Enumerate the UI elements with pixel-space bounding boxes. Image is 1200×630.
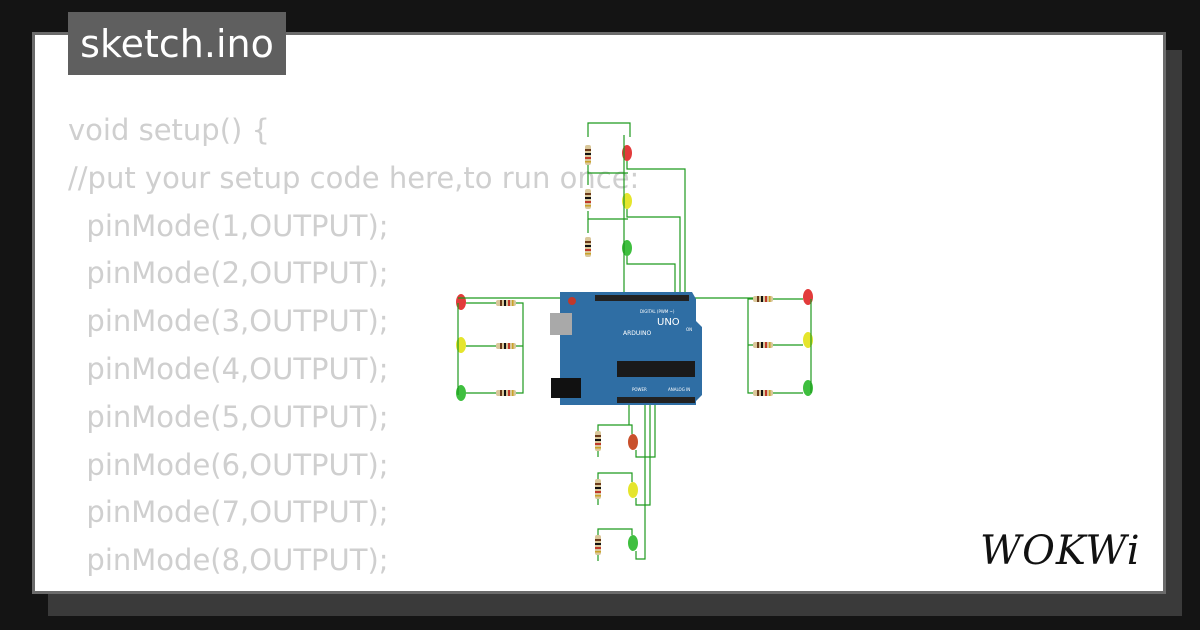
led-red: [628, 434, 638, 450]
usb-port: [550, 313, 572, 335]
digital-label: DIGITAL (PWM ~): [640, 309, 675, 314]
file-tab[interactable]: sketch.ino: [68, 12, 286, 75]
code-line: pinMode(6,OUTPUT);: [68, 447, 389, 482]
code-line: void setup() {: [68, 113, 270, 147]
power-label: POWER: [632, 387, 647, 392]
board-model: UNO: [657, 317, 680, 328]
resistor: [585, 189, 591, 209]
resistor: [595, 431, 601, 451]
code-line: pinMode(3,OUTPUT);: [68, 304, 389, 339]
microcontroller-chip: [617, 361, 695, 377]
led-green: [628, 535, 638, 551]
traffic-light-south: [595, 395, 656, 561]
wokwi-logo: WOKWi: [980, 528, 1141, 574]
resistor: [753, 390, 773, 396]
analog-label: ANALOG IN: [668, 387, 690, 392]
resistor: [595, 535, 601, 555]
on-label: ON: [686, 327, 692, 332]
resistor: [753, 296, 773, 302]
led-yellow: [628, 482, 638, 498]
resistor: [585, 145, 591, 165]
code-line: pinMode(7,OUTPUT);: [68, 495, 389, 530]
code-line: pinMode(9,OUTPUT);: [68, 585, 639, 592]
resistor: [496, 390, 516, 396]
reset-button: [568, 297, 576, 305]
code-editor: void setup() { //put your setup code here…: [68, 107, 640, 592]
code-line: pinMode(2,OUTPUT);: [68, 256, 389, 291]
analog-header: [617, 397, 695, 403]
code-line: pinMode(4,OUTPUT);: [68, 351, 389, 386]
power-jack: [551, 378, 581, 398]
code-line: pinMode(1,OUTPUT);: [68, 208, 389, 243]
resistor: [496, 343, 516, 349]
arduino-uno-board: UNO ARDUINO DIGITAL (PWM ~) ANALOG IN PO…: [550, 292, 702, 405]
traffic-light-north: [585, 122, 686, 300]
preview-card: void setup() { //put your setup code here…: [32, 32, 1166, 594]
code-line: pinMode(5,OUTPUT);: [68, 399, 389, 434]
resistor: [753, 342, 773, 348]
resistor: [496, 300, 516, 306]
code-line: pinMode(8,OUTPUT);: [68, 543, 389, 578]
logo-text: WOKWi: [980, 528, 1141, 574]
circuit-diagram: UNO ARDUINO DIGITAL (PWM ~) ANALOG IN PO…: [456, 122, 813, 561]
traffic-light-east: [747, 289, 813, 396]
code-line: //put your setup code here,to run once:: [68, 160, 640, 195]
board-brand: ARDUINO: [623, 330, 652, 337]
digital-header: [595, 295, 689, 301]
resistor: [595, 479, 601, 499]
resistor: [585, 237, 591, 257]
